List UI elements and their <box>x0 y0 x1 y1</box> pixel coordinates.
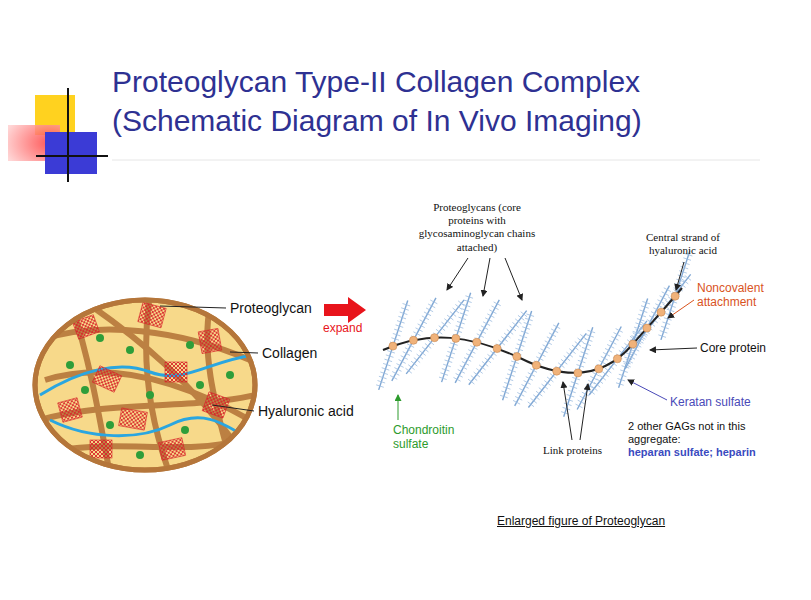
callout-label: Chondroitin sulfate <box>393 424 473 452</box>
callout-arrows <box>398 258 697 440</box>
callout-label: Core protein <box>700 341 766 355</box>
slide-title: Proteoglycan Type-II Collagen Complex (S… <box>112 62 792 140</box>
collagen-network <box>35 295 255 475</box>
callout-label: Central strand of hyaluronic acid <box>628 231 738 257</box>
callout-label: Keratan sulfate <box>670 395 751 409</box>
callout-label: Noncovalent attachment <box>697 282 787 310</box>
note-text: 2 other GAGs not in this aggregate: <box>628 420 778 446</box>
callout-label: Proteoglycans (core proteins with glycos… <box>418 201 536 254</box>
link-protein-dots <box>389 292 679 377</box>
proteoglycan-stalks <box>376 251 692 417</box>
expand-arrow <box>324 297 366 323</box>
arrow-label: expand <box>323 321 362 335</box>
note-text: heparan sulfate; heparin <box>628 446 788 459</box>
part-label: Collagen <box>262 345 317 361</box>
part-label: Proteoglycan <box>230 300 312 316</box>
part-label: Hyaluronic acid <box>258 403 354 419</box>
leader-lines <box>160 306 258 411</box>
hyaluronic-strand <box>383 288 682 373</box>
callout-label: Link proteins <box>543 444 602 456</box>
figure-caption: Enlarged figure of Proteoglycan <box>497 514 665 528</box>
